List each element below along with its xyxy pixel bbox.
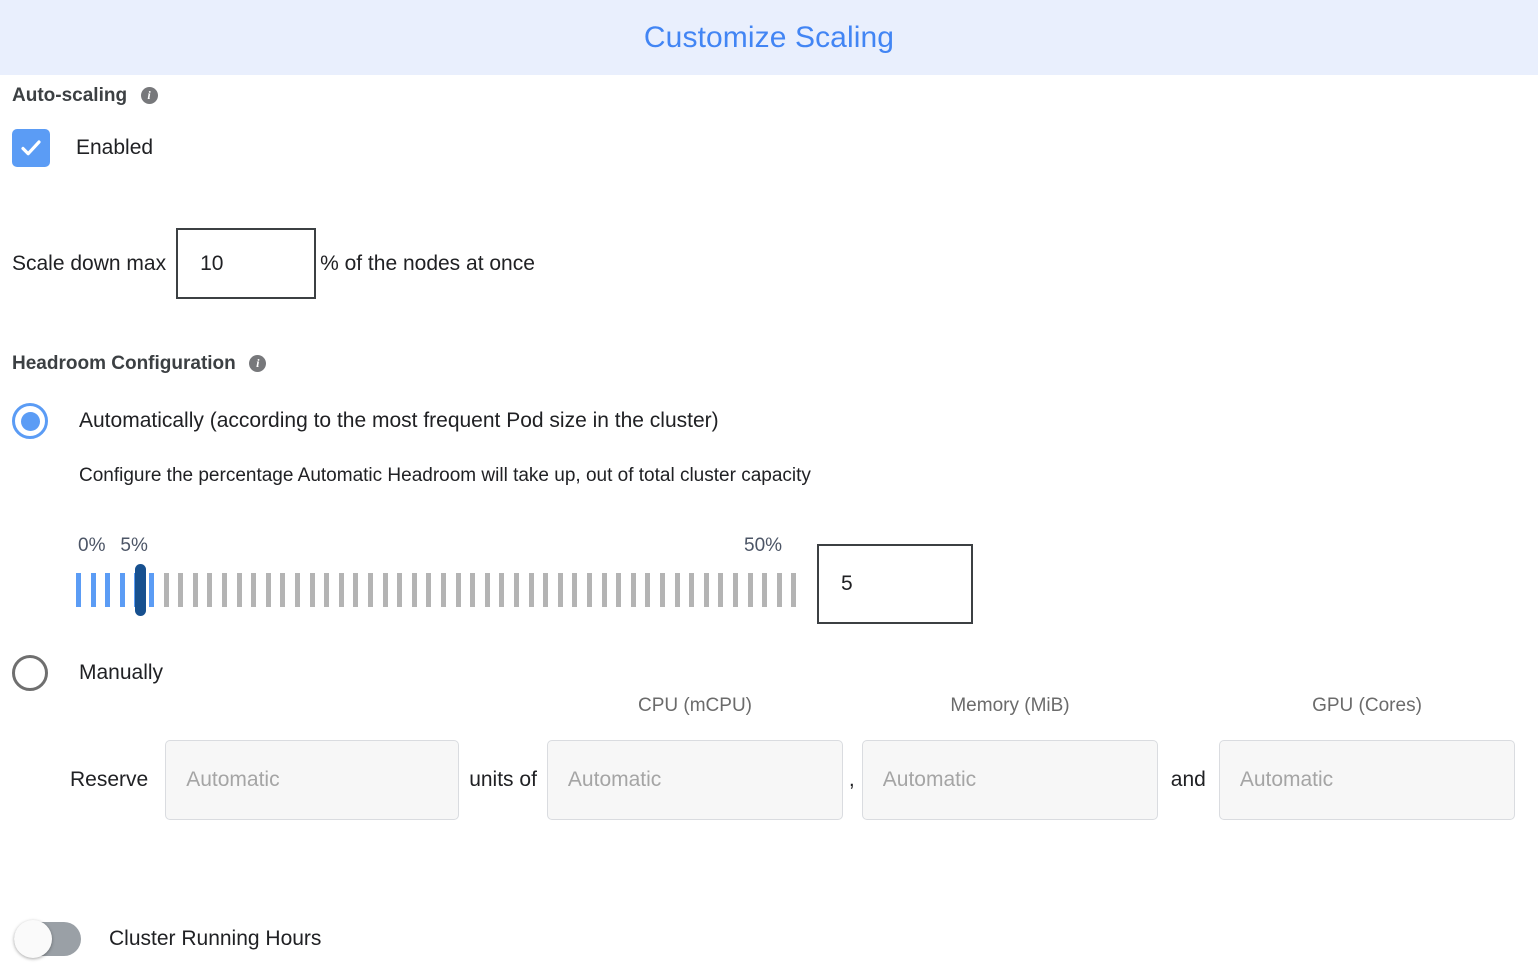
slider-tick[interactable] [192,573,198,607]
column-header-memory: Memory (MiB) [950,695,1070,716]
slider-tick[interactable] [163,573,169,607]
scale-down-max-suffix: % of the nodes at once [320,251,535,275]
slider-tick[interactable] [251,573,257,607]
headroom-configuration-section: Headroom Configuration i Automatically (… [12,353,811,487]
headroom-automatic-help-text: Configure the percentage Automatic Headr… [79,465,811,486]
scale-down-max-label: Scale down max [12,251,167,275]
reserve-memory-input[interactable] [861,740,1158,820]
slider-tick[interactable] [309,573,315,607]
reserve-row: Reserve units of , and [0,740,1538,820]
slider-tick[interactable] [295,573,300,607]
slider-thumb[interactable] [135,564,147,616]
column-header-gpu: GPU (Cores) [1312,695,1422,716]
slider-tick[interactable] [703,573,709,607]
slider-tick[interactable] [718,573,724,607]
slider-tick[interactable] [791,573,797,607]
manual-reserve-section: CPU (mCPU) Memory (MiB) GPU (Cores) Rese… [0,695,1538,820]
slider-tick[interactable] [236,573,242,607]
slider-tick[interactable] [222,573,227,607]
info-icon[interactable]: i [140,86,158,104]
cluster-running-hours-toggle[interactable] [14,920,81,958]
headroom-option-automatic-label: Automatically (according to the most fre… [79,409,719,432]
headroom-percentage-slider[interactable] [76,564,806,616]
slider-max-label: 50% [744,535,783,556]
slider-tick[interactable] [90,573,96,607]
slider-tick[interactable] [674,573,680,607]
slider-tick[interactable] [441,573,446,607]
slider-tick[interactable] [762,573,768,607]
slider-tick[interactable] [660,573,665,607]
slider-tick[interactable] [149,573,154,607]
slider-tick[interactable] [733,573,738,607]
auto-scaling-heading: Auto-scaling [12,85,128,106]
scale-down-max-input[interactable] [176,228,317,299]
headroom-radio-automatic[interactable] [12,403,48,439]
slider-tick[interactable] [747,573,753,607]
reserve-gpu-input[interactable] [1218,740,1515,820]
slider-tick[interactable] [368,573,373,607]
slider-min-label: 0% [78,535,106,556]
slider-tick[interactable] [630,573,636,607]
cluster-running-hours-row[interactable]: Cluster Running Hours [14,920,322,958]
slider-tick[interactable] [514,573,519,607]
cluster-running-hours-label: Cluster Running Hours [109,927,322,950]
headroom-option-manual-label: Manually [79,661,164,684]
slider-tick[interactable] [543,573,549,607]
radio-dot [20,411,40,431]
slider-tick[interactable] [76,573,81,607]
auto-scaling-section: Auto-scaling i Enabled [12,85,158,167]
slider-tick[interactable] [178,573,184,607]
slider-tick[interactable] [557,573,563,607]
slider-tick[interactable] [689,573,695,607]
headroom-radio-manual[interactable] [12,655,48,691]
slider-tick[interactable] [265,573,271,607]
slider-tick[interactable] [338,573,344,607]
slider-tick[interactable] [411,573,417,607]
slider-tick[interactable] [601,573,607,607]
reserve-label: Reserve [70,768,149,791]
slider-tick[interactable] [353,573,359,607]
slider-tick[interactable] [587,573,592,607]
slider-tick[interactable] [397,573,403,607]
auto-scaling-enabled-label: Enabled [76,136,154,159]
headroom-configuration-heading: Headroom Configuration [12,353,236,374]
dialog-header: Customize Scaling [0,0,1538,75]
info-icon[interactable]: i [249,354,267,372]
page-title: Customize Scaling [643,20,895,54]
slider-tick[interactable] [470,573,476,607]
reserve-column-headers: CPU (mCPU) Memory (MiB) GPU (Cores) [0,695,1538,725]
slider-tick[interactable] [484,573,490,607]
auto-scaling-enabled-row[interactable]: Enabled [12,129,158,167]
units-of-label: units of [469,768,537,791]
slider-tick[interactable] [119,573,125,607]
slider-tick[interactable] [528,573,534,607]
slider-tick[interactable] [499,573,505,607]
slider-tick[interactable] [382,573,388,607]
slider-tick[interactable] [572,573,578,607]
headroom-option-manual-row[interactable]: Manually [12,655,163,691]
comma-separator: , [848,768,855,791]
slider-tick[interactable] [455,573,461,607]
slider-tick[interactable] [207,573,213,607]
headroom-percentage-input[interactable] [817,544,973,624]
slider-tick[interactable] [645,573,651,607]
reserve-cpu-input[interactable] [546,740,843,820]
headroom-percentage-slider-area: 0% 5% 50% [0,535,1538,624]
auto-scaling-enabled-checkbox[interactable] [12,129,50,167]
slider-current-label: 5% [120,535,148,556]
scale-down-max-row: Scale down max % of the nodes at once [12,228,535,299]
slider-tick[interactable] [616,573,622,607]
slider-tick-labels: 0% 5% 50% [0,535,1538,563]
slider-tick[interactable] [280,573,286,607]
slider-tick[interactable] [105,573,111,607]
column-header-cpu: CPU (mCPU) [638,695,752,716]
reserve-units-input[interactable] [165,740,460,820]
slider-tick[interactable] [426,573,432,607]
slider-tick[interactable] [776,573,782,607]
and-label: and [1170,768,1206,791]
headroom-option-automatic-row[interactable]: Automatically (according to the most fre… [12,403,811,439]
toggle-knob [14,920,52,958]
slider-tick[interactable] [324,573,330,607]
